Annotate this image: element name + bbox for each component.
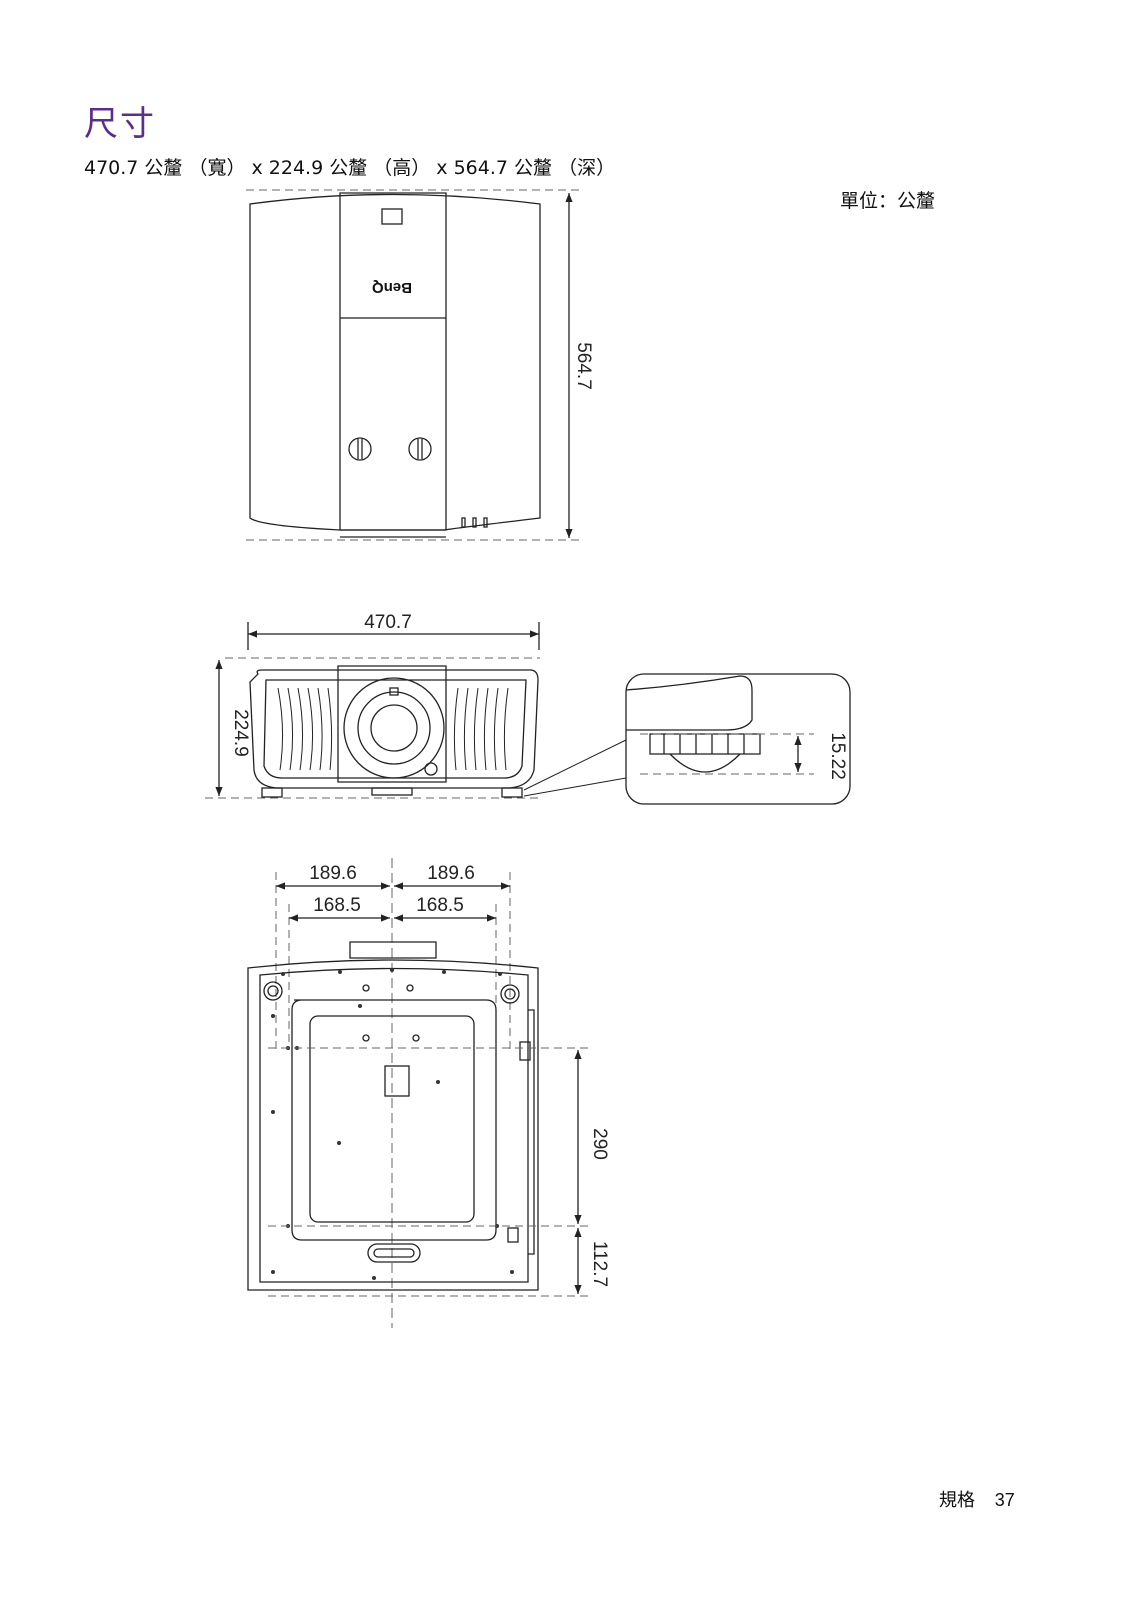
- mount-rear-offset-dimension: 112.7: [589, 1241, 610, 1287]
- dimension-summary: 470.7 公釐 （寬） x 224.9 公釐 （高） x 564.7 公釐 （…: [84, 157, 616, 179]
- mount-half-inner-right: 168.5: [416, 895, 464, 916]
- top-view-drawing: [246, 189, 580, 541]
- foot-height-dimension: 15.22: [827, 732, 848, 780]
- page-footer: 規格 37: [939, 1486, 1015, 1512]
- width-dimension: 470.7: [364, 612, 412, 633]
- foot-detail-drawing: [625, 673, 851, 805]
- height-dimension: 224.9: [230, 709, 251, 757]
- mount-half-outer-left: 189.6: [309, 863, 357, 884]
- mount-half-outer-right: 189.6: [427, 863, 475, 884]
- mount-spacing-dimension: 290: [589, 1128, 610, 1160]
- footer-section: 規格: [939, 1490, 975, 1511]
- brand-logo: BenQ: [372, 279, 412, 296]
- front-view-drawing: [205, 622, 627, 799]
- page-number: 37: [994, 1490, 1015, 1510]
- bottom-view-drawing: [247, 858, 592, 1328]
- page-title: 尺寸: [84, 104, 156, 144]
- unit-label: 單位：公釐: [840, 190, 936, 212]
- mount-half-inner-left: 168.5: [313, 895, 361, 916]
- depth-dimension: 564.7: [573, 342, 594, 390]
